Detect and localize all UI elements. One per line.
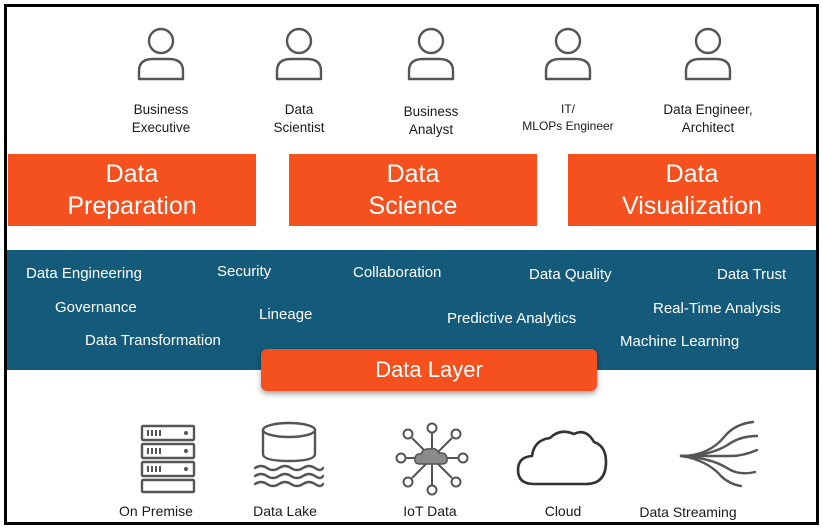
persona-label: Data Engineer, Architect	[663, 102, 753, 135]
persona-label: Data Scientist	[273, 102, 325, 135]
feature-data-trust: Data Trust	[717, 266, 787, 283]
source-label: Cloud	[544, 503, 582, 519]
persona-data-scientist: Data Scientist	[229, 25, 369, 145]
source-on-premise: On Premise	[93, 412, 243, 522]
data-preparation-box: Data Preparation	[8, 154, 256, 226]
feature-predictive-analytics: Predictive Analytics	[447, 310, 577, 327]
feature-lineage: Lineage	[259, 306, 313, 323]
feature-real-time-analysis: Real-Time Analysis	[653, 300, 781, 317]
server-rack-icon	[140, 424, 196, 494]
persona-label: Business Analyst	[403, 104, 459, 137]
data-lake-icon	[253, 421, 325, 488]
feature-data-engineering: Data Engineering	[26, 265, 142, 282]
cloud-icon	[516, 430, 608, 486]
feature-data-quality: Data Quality	[529, 266, 612, 283]
persona-label: Business Executive	[131, 102, 191, 135]
data-visualization-box: Data Visualization	[568, 154, 816, 226]
iot-network-icon	[395, 422, 469, 496]
persona-business-executive: Business Executive	[91, 25, 231, 145]
source-data-streaming: Data Streaming	[619, 412, 769, 522]
persona-data-engineer-architect: Data Engineer, Architect	[638, 25, 778, 145]
persona-business-analyst: Business Analyst	[361, 25, 501, 145]
source-label: On Premise	[119, 503, 193, 519]
feature-data-transformation: Data Transformation	[85, 332, 221, 349]
persona-label: IT/ MLOPs Engineer	[522, 102, 614, 133]
diagram-frame: Business Executive Data Scientist Busine…	[4, 4, 819, 525]
data-streaming-icon	[679, 420, 759, 488]
data-layer-box: Data Layer	[261, 349, 597, 391]
user-icon	[137, 27, 185, 81]
user-icon	[275, 27, 323, 81]
user-icon	[544, 27, 592, 81]
source-label: IoT Data	[403, 503, 457, 519]
feature-security: Security	[217, 263, 272, 280]
persona-it-mlops-engineer: IT/ MLOPs Engineer	[498, 25, 638, 145]
feature-machine-learning: Machine Learning	[620, 333, 740, 350]
source-label: Data Streaming	[639, 504, 737, 520]
user-icon	[407, 27, 455, 81]
feature-collaboration: Collaboration	[353, 264, 442, 281]
source-label: Data Lake	[253, 503, 317, 519]
source-data-lake: Data Lake	[214, 412, 364, 522]
feature-governance: Governance	[55, 299, 137, 316]
user-icon	[684, 27, 732, 81]
source-cloud: Cloud	[484, 412, 634, 522]
source-iot-data: IoT Data	[359, 412, 509, 522]
data-science-box: Data Science	[289, 154, 537, 226]
